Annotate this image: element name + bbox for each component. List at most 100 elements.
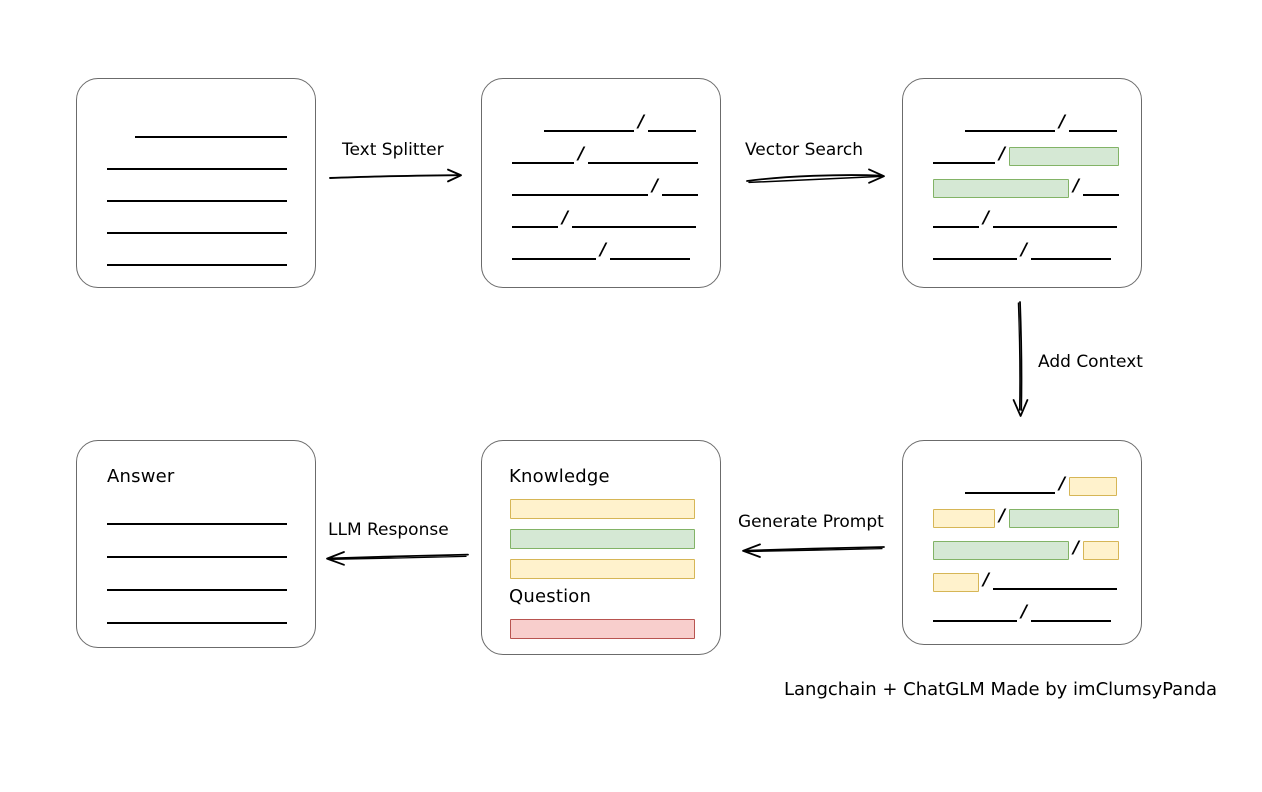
arrow-generate-prompt: Generate Prompt — [738, 512, 886, 560]
document-line — [77, 506, 315, 528]
answer-label: Answer — [107, 466, 175, 487]
question-label: Question — [509, 586, 592, 607]
highlight-chip-green — [933, 178, 1069, 198]
knowledge-bar-1 — [510, 499, 695, 519]
highlight-chip-yellow — [1083, 540, 1120, 560]
arrow-text-splitter-label: Text Splitter — [342, 140, 444, 160]
text-line-segment — [572, 209, 697, 231]
arrow-add-context-glyph — [1012, 301, 1029, 417]
document-line: / — [903, 240, 1141, 263]
slash-separator: / — [983, 570, 990, 590]
arrow-add-context-label: Add Context — [1038, 352, 1143, 372]
text-line-segment — [107, 151, 287, 173]
slash-separator: / — [1021, 240, 1028, 260]
document-line — [77, 215, 315, 237]
document-line — [77, 119, 315, 141]
text-line-segment — [588, 145, 699, 167]
document-line: / — [482, 240, 720, 263]
text-line-segment — [135, 119, 287, 141]
slash-separator: / — [983, 208, 990, 228]
slash-separator: / — [1059, 112, 1066, 132]
arrow-text-splitter-glyph — [329, 168, 462, 183]
text-line-segment — [933, 241, 1017, 263]
document-line: / — [903, 602, 1141, 625]
text-line-segment — [933, 209, 979, 231]
slash-separator: / — [1021, 602, 1028, 622]
highlight-chip-green — [1009, 508, 1120, 528]
text-line-segment — [107, 539, 287, 561]
arrow-generate-prompt-glyph — [742, 543, 885, 558]
text-line-segment — [1083, 177, 1120, 199]
text-line-segment — [993, 209, 1118, 231]
text-line-segment — [1031, 241, 1112, 263]
document-line: / — [903, 144, 1141, 167]
knowledge-label: Knowledge — [509, 466, 610, 487]
slash-separator: / — [600, 240, 607, 260]
source-document-box — [76, 78, 316, 288]
text-line-segment — [965, 475, 1055, 497]
arrow-vector-search-label: Vector Search — [745, 140, 863, 160]
slash-separator: / — [652, 176, 659, 196]
document-line: / — [903, 538, 1141, 561]
vector-matched-document-box: / / / / / — [902, 78, 1142, 288]
text-line-segment — [107, 215, 287, 237]
document-line: / — [903, 570, 1141, 593]
arrow-vector-search-glyph — [746, 168, 885, 184]
knowledge-bar-2 — [510, 529, 695, 549]
arrow-text-splitter: Text Splitter — [328, 140, 468, 188]
document-line: / — [903, 112, 1141, 135]
split-document-box: / / / / / — [481, 78, 721, 288]
slash-separator: / — [562, 208, 569, 228]
slash-separator: / — [578, 144, 585, 164]
question-bar-1 — [510, 619, 695, 639]
text-line-segment — [512, 209, 558, 231]
text-line-segment — [107, 247, 287, 269]
document-line: / — [903, 176, 1141, 199]
text-line-segment — [512, 177, 648, 199]
text-line-segment — [662, 177, 699, 199]
text-line-segment — [1069, 113, 1118, 135]
answer-box: Answer — [76, 440, 316, 648]
highlight-chip-yellow — [1069, 476, 1118, 496]
slash-separator: / — [1059, 474, 1066, 494]
slash-separator: / — [1073, 538, 1080, 558]
text-line-segment — [107, 506, 287, 528]
arrow-llm-response-label: LLM Response — [328, 520, 449, 540]
document-line — [77, 151, 315, 173]
document-line — [77, 572, 315, 594]
document-line: / — [903, 506, 1141, 529]
text-line-segment — [512, 241, 596, 263]
document-line: / — [482, 176, 720, 199]
text-line-segment — [933, 603, 1017, 625]
document-line: / — [903, 208, 1141, 231]
text-line-segment — [993, 571, 1118, 593]
text-line-segment — [610, 241, 691, 263]
knowledge-bar-3 — [510, 559, 695, 579]
document-line: / — [482, 112, 720, 135]
context-document-box: / / / / / — [902, 440, 1142, 645]
slash-separator: / — [999, 506, 1006, 526]
slash-separator: / — [638, 112, 645, 132]
text-line-segment — [107, 183, 287, 205]
text-line-segment — [512, 145, 574, 167]
document-line — [77, 539, 315, 561]
text-line-segment — [965, 113, 1055, 135]
highlight-chip-yellow — [933, 572, 979, 592]
text-line-segment — [1031, 603, 1112, 625]
document-line: / — [903, 474, 1141, 497]
highlight-chip-green — [1009, 146, 1120, 166]
highlight-chip-green — [933, 540, 1069, 560]
text-line-segment — [648, 113, 697, 135]
arrow-llm-response-glyph — [326, 551, 469, 566]
text-line-segment — [544, 113, 634, 135]
arrow-llm-response: LLM Response — [322, 520, 470, 568]
document-line — [77, 183, 315, 205]
document-line: / — [482, 144, 720, 167]
arrow-add-context: Add Context — [1008, 300, 1158, 422]
document-line — [77, 605, 315, 627]
highlight-chip-yellow — [933, 508, 995, 528]
footer-credit: Langchain + ChatGLM Made by imClumsyPand… — [784, 679, 1218, 700]
text-line-segment — [107, 605, 287, 627]
prompt-box: Knowledge Question — [481, 440, 721, 655]
slash-separator: / — [999, 144, 1006, 164]
